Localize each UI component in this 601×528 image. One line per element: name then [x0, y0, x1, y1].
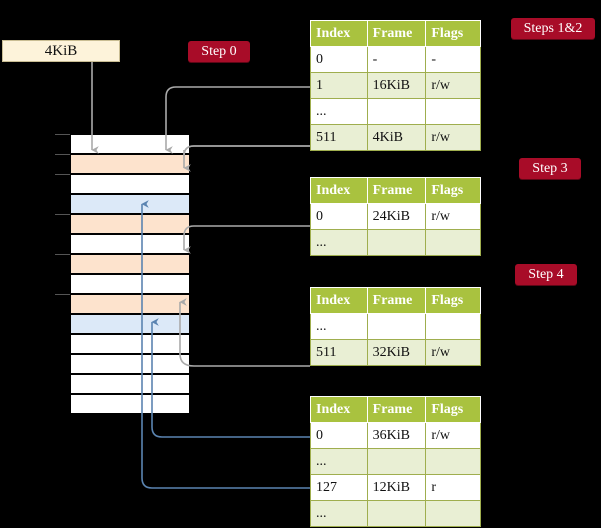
column-header-index: Index [310, 396, 368, 423]
memory-address-tick [55, 214, 70, 215]
cell-frame: 32KiB [366, 339, 427, 366]
cell-index: 1 [310, 72, 368, 99]
memory-frame-cell [70, 394, 190, 414]
step-badge: Step 3 [519, 158, 581, 179]
cell-flags: r/w [425, 72, 481, 99]
cell-frame: - [366, 46, 427, 73]
table-row: ... [310, 448, 481, 475]
cell-flags [425, 229, 481, 256]
cell-index: 0 [310, 422, 368, 449]
memory-address-tick [55, 154, 70, 155]
cell-index: 0 [310, 46, 368, 73]
memory-address-tick [55, 174, 70, 175]
cell-index: ... [310, 98, 368, 125]
memory-frame-cell [70, 274, 190, 294]
cell-index: 0 [310, 203, 368, 230]
memory-frame-cell [70, 314, 190, 334]
cell-frame: 24KiB [366, 203, 427, 230]
step-badge: Steps 1&2 [511, 18, 595, 39]
cell-frame [366, 313, 427, 340]
cell-flags: - [425, 46, 481, 73]
cell-index: ... [310, 313, 368, 340]
table-row: 0-- [310, 46, 481, 73]
cell-index: ... [310, 448, 368, 475]
table-row: ... [310, 98, 481, 125]
cell-frame [366, 98, 427, 125]
cell-flags [425, 313, 481, 340]
memory-frame-cell [70, 154, 190, 174]
cell-index: 127 [310, 474, 368, 501]
column-header-frame: Frame [366, 177, 427, 204]
memory-frame-cell [70, 374, 190, 394]
cell-flags: r/w [425, 203, 481, 230]
column-header-index: Index [310, 20, 368, 47]
table-row: ... [310, 229, 481, 256]
source-frame-box: 4KiB [2, 40, 120, 62]
memory-address-tick [55, 294, 70, 295]
memory-frame-cell [70, 134, 190, 154]
memory-address-tick [55, 254, 70, 255]
cell-flags [425, 448, 481, 475]
cell-frame [366, 229, 427, 256]
table-row: ... [310, 313, 481, 340]
column-header-flags: Flags [425, 177, 481, 204]
memory-frame-cell [70, 354, 190, 374]
column-header-flags: Flags [425, 396, 481, 423]
column-header-flags: Flags [425, 20, 481, 47]
cell-flags: r/w [425, 124, 481, 151]
column-header-frame: Frame [366, 287, 427, 314]
memory-frame-cell [70, 294, 190, 314]
memory-address-tick [55, 134, 70, 135]
cell-index: ... [310, 229, 368, 256]
table-row: ... [310, 500, 481, 527]
cell-frame [366, 500, 427, 527]
memory-frame-cell [70, 194, 190, 214]
cell-frame [366, 448, 427, 475]
cell-flags [425, 500, 481, 527]
cell-flags: r/w [425, 422, 481, 449]
step-badge: Step 0 [188, 41, 250, 62]
column-header-index: Index [310, 177, 368, 204]
memory-frame-cell [70, 214, 190, 234]
column-header-frame: Frame [366, 20, 427, 47]
memory-frame-cell [70, 334, 190, 354]
cell-flags: r [425, 474, 481, 501]
cell-index: 511 [310, 339, 368, 366]
cell-index: ... [310, 500, 368, 527]
cell-frame: 36KiB [366, 422, 427, 449]
cell-frame: 16KiB [366, 72, 427, 99]
cell-frame: 12KiB [366, 474, 427, 501]
cell-flags [425, 98, 481, 125]
memory-frame-cell [70, 254, 190, 274]
cell-index: 511 [310, 124, 368, 151]
source-frame-label: 4KiB [44, 42, 78, 59]
memory-frame-cell [70, 234, 190, 254]
memory-frame-cell [70, 174, 190, 194]
step-badge: Step 4 [515, 264, 577, 285]
column-header-frame: Frame [366, 396, 427, 423]
column-header-index: Index [310, 287, 368, 314]
cell-frame: 4KiB [366, 124, 427, 151]
column-header-flags: Flags [425, 287, 481, 314]
cell-flags: r/w [425, 339, 481, 366]
